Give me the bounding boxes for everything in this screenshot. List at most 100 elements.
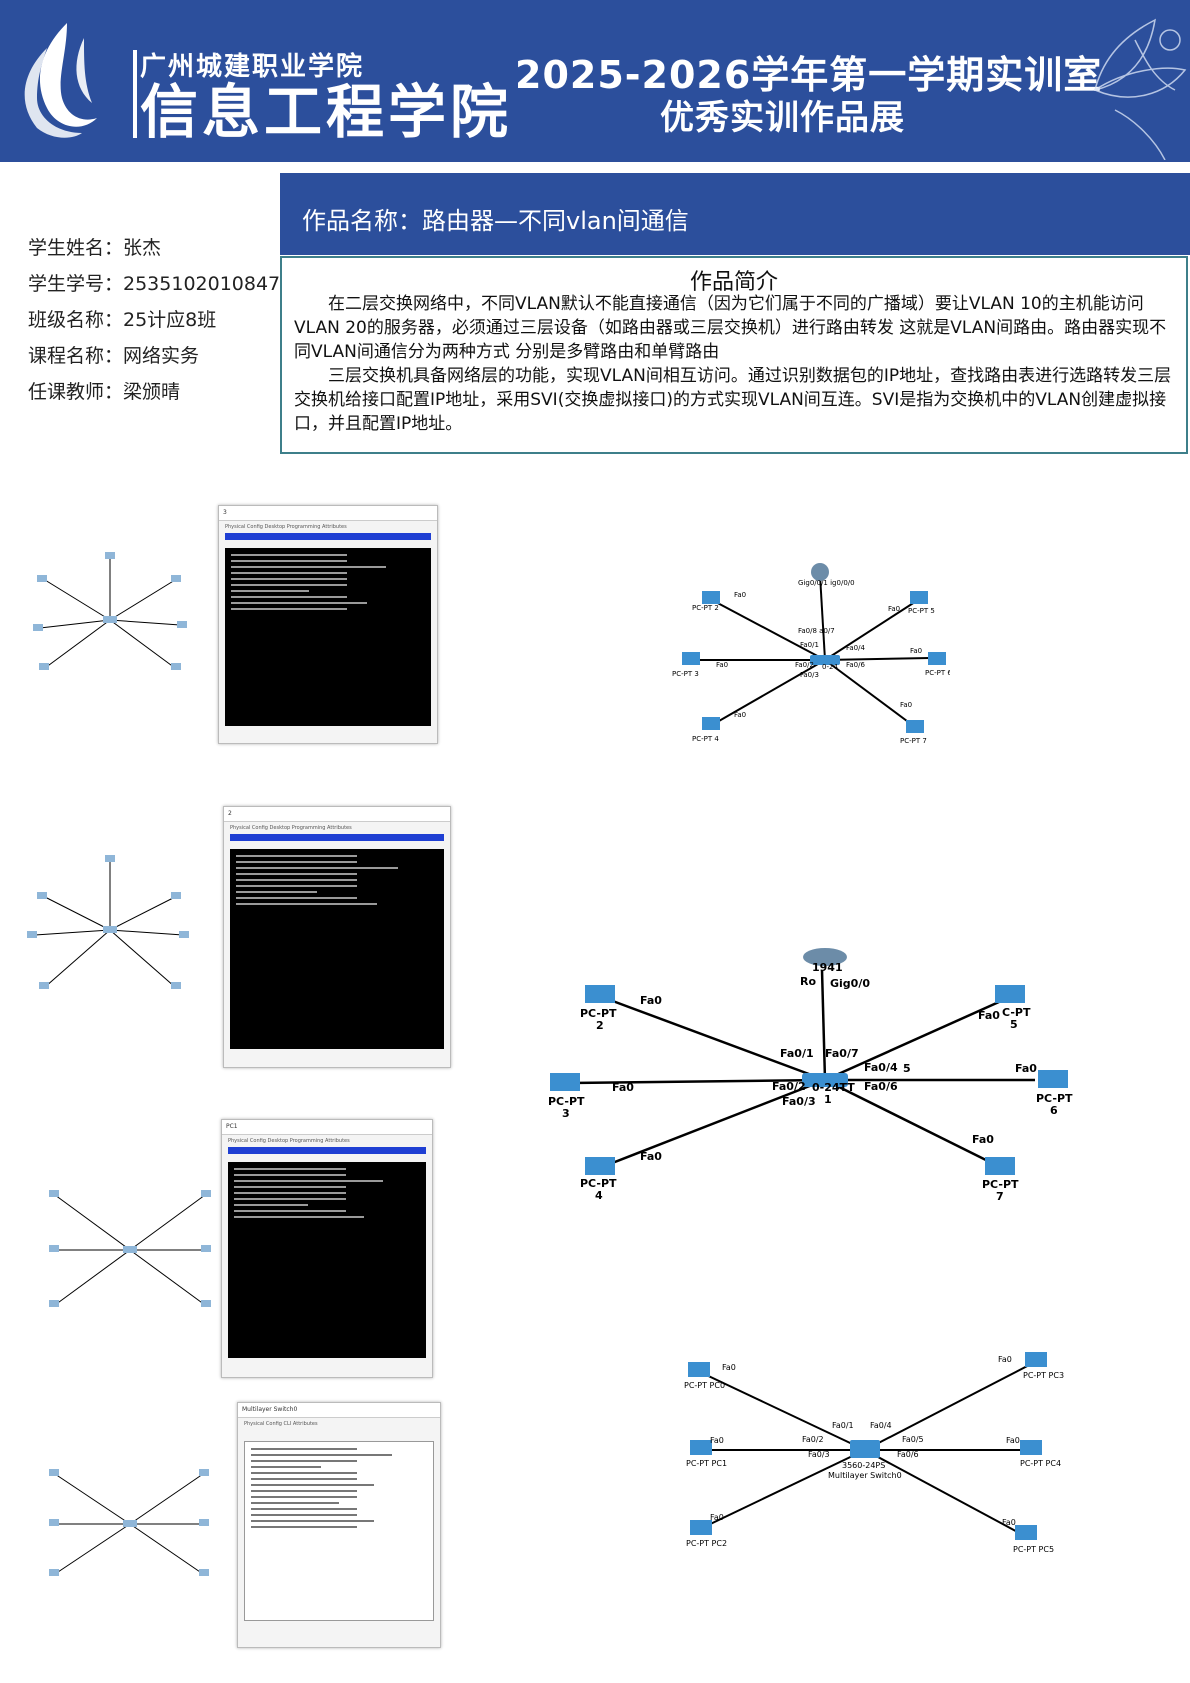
pc1-port: Fa0 xyxy=(710,1436,724,1445)
switch-model: 3560-24PS xyxy=(842,1461,885,1470)
pc0-label: PC-PT PC0 xyxy=(684,1381,725,1390)
sw-port-1: Fa0/1 xyxy=(832,1421,854,1430)
window-tabs[interactable]: Physical Config Desktop Programming Attr… xyxy=(228,1138,350,1144)
small-topology-2 xyxy=(27,855,189,989)
terminal-output[interactable] xyxy=(230,849,444,1049)
pc7-port: Fa0 xyxy=(900,701,912,709)
small-topology-3 xyxy=(49,1190,211,1307)
cli-output[interactable] xyxy=(244,1441,434,1621)
student-info: 学生姓名：张杰 学生学号：2535102010847 班级名称：25计应8班 课… xyxy=(28,230,280,410)
intro-heading: 作品简介 xyxy=(689,270,778,295)
banner-title-line1: 2025-2026学年第一学期实训室 xyxy=(515,53,1103,97)
pc3-label: PC-PT PC3 xyxy=(1023,1371,1064,1380)
pc4-port: Fa0 xyxy=(640,1150,662,1163)
command-prompt-bar xyxy=(230,834,444,841)
pc4-label: PC-PT PC4 xyxy=(1020,1459,1061,1468)
pc1-terminal-window[interactable]: PC1 Physical Config Desktop Programming … xyxy=(221,1119,433,1378)
pc5-label: C-PT xyxy=(1002,1006,1031,1019)
pc3-port: Fa0 xyxy=(998,1355,1012,1364)
sw-port-4: Fa0/4 xyxy=(870,1421,892,1430)
header-banner: 广州城建职业学院 信息工程学院 2025-2026学年第一学期实训室 优秀实训作… xyxy=(0,0,1190,162)
terminal-output[interactable] xyxy=(228,1162,426,1358)
terminal-output[interactable] xyxy=(225,548,431,726)
pc7-number: 7 xyxy=(996,1190,1004,1203)
pc2-terminal-window[interactable]: 2 Physical Config Desktop Programming At… xyxy=(223,806,451,1068)
sw-port-8: Fa0/8 a0/7 xyxy=(798,627,835,635)
pc2-port: Fa0 xyxy=(734,591,746,599)
pc2-label: PC-PT PC2 xyxy=(686,1539,727,1548)
pc4-label: PC-PT 4 xyxy=(692,735,719,743)
window-tabs[interactable]: Physical Config CLI Attributes xyxy=(244,1421,318,1427)
switch-number: 1 xyxy=(824,1093,832,1106)
small-topology-4 xyxy=(49,1469,209,1576)
sw-port-2: Fa0/2 xyxy=(772,1080,806,1093)
student-name: 学生姓名：张杰 xyxy=(28,237,162,259)
sw-port-5: Fa0/5 xyxy=(902,1435,924,1444)
banner-title-line2: 优秀实训作品展 xyxy=(660,98,905,138)
pc5-port: Fa0 xyxy=(978,1009,1000,1022)
college-name-big: 信息工程学院 xyxy=(140,78,513,146)
window-tabs[interactable]: Physical Config Desktop Programming Attr… xyxy=(225,524,347,530)
pc4-label: PC-PT xyxy=(580,1177,617,1190)
topology-diagram-1: Gig0/0/1 ig0/0/0 PC-PT 2 PC-PT 3 PC-PT 4… xyxy=(672,563,950,745)
sw-port-1: Fa0/1 xyxy=(800,641,819,649)
intro-paragraph-2: 三层交换机具备网络层的功能，实现VLAN间相互访问。通过识别数据包的IP地址，查… xyxy=(294,366,1172,434)
student-id: 学生学号：2535102010847 xyxy=(28,273,281,295)
sw-port-6: Fa0/6 xyxy=(864,1080,898,1093)
pc7-label: PC-PT 7 xyxy=(900,737,927,745)
college-name-small: 广州城建职业学院 xyxy=(140,52,365,82)
pc6-port: Fa0 xyxy=(1015,1062,1037,1075)
pc6-label: PC-PT 6 xyxy=(925,669,950,677)
pc3-terminal-window[interactable]: 3 Physical Config Desktop Programming At… xyxy=(218,505,438,744)
pc4-number: 4 xyxy=(595,1189,603,1202)
sw-port-1: Fa0/1 xyxy=(780,1047,814,1060)
class-name: 班级名称：25计应8班 xyxy=(28,309,217,331)
router-model: 1941 xyxy=(812,961,843,974)
lotus-decoration-icon xyxy=(1093,18,1187,160)
work-title-bar: 作品名称：路由器—不同vlan间通信 xyxy=(280,173,1190,255)
router-label: Gig0/0/1 ig0/0/0 xyxy=(798,579,855,587)
sw-port-4-number: 5 xyxy=(903,1062,911,1075)
sw-port-3: Fa0/3 xyxy=(808,1450,830,1459)
pc2-label: PC-PT xyxy=(580,1007,617,1020)
college-logo-icon xyxy=(24,23,97,138)
window-tabs[interactable]: Physical Config Desktop Programming Attr… xyxy=(230,825,352,831)
router-port: Gig0/0 xyxy=(830,977,870,990)
pc5-label: PC-PT 5 xyxy=(908,607,935,615)
work-title: 作品名称：路由器—不同vlan间通信 xyxy=(302,207,689,235)
sw-port-3: Fa0/3 xyxy=(800,671,819,679)
pc6-port: Fa0 xyxy=(910,647,922,655)
switch-label: 0-24TT xyxy=(812,1081,855,1094)
sw-port-2: Fa0/2 xyxy=(802,1435,824,1444)
pc5-port: Fa0 xyxy=(888,605,900,613)
pc7-port: Fa0 xyxy=(972,1133,994,1146)
pc4-port: Fa0 xyxy=(734,711,746,719)
switch-name: Multilayer Switch0 xyxy=(828,1471,902,1480)
sw-port-4: Fa0/4 xyxy=(846,644,865,652)
pc3-label: PC-PT 3 xyxy=(672,670,699,678)
topology-diagram-2: 1941 Ro Gig0/0 PC-PT 2 PC-PT 3 PC-PT 4 C… xyxy=(548,948,1073,1203)
intro-box: 作品简介 在二层交换网络中，不同VLAN默认不能直接通信（因为它们属于不同的广播… xyxy=(280,256,1188,454)
pc3-port: Fa0 xyxy=(716,661,728,669)
pc3-number: 3 xyxy=(562,1107,570,1120)
pc3-port: Fa0 xyxy=(612,1081,634,1094)
divider-bar xyxy=(133,50,137,138)
window-title: Multilayer Switch0 xyxy=(238,1403,440,1418)
sw-port-4: Fa0/4 xyxy=(864,1061,898,1074)
pc6-label: PC-PT xyxy=(1036,1092,1073,1105)
sw-port-6: Fa0/6 xyxy=(846,661,865,669)
multilayer-switch-cli-window[interactable]: Multilayer Switch0 Physical Config CLI A… xyxy=(237,1402,441,1648)
window-title: 2 xyxy=(224,807,450,822)
pc2-number: 2 xyxy=(596,1019,604,1032)
pc4-port: Fa0 xyxy=(1006,1436,1020,1445)
small-topology-1 xyxy=(33,552,187,670)
window-title: 3 xyxy=(219,506,437,521)
window-title: PC1 xyxy=(222,1120,432,1135)
pc5-number: 5 xyxy=(1010,1018,1018,1031)
pc2-port: Fa0 xyxy=(710,1513,724,1522)
pc6-number: 6 xyxy=(1050,1104,1058,1117)
sw-port-3: Fa0/3 xyxy=(782,1095,816,1108)
teacher-name: 任课教师：梁颁晴 xyxy=(28,381,181,403)
pc2-label: PC-PT 2 xyxy=(692,604,719,612)
command-prompt-bar xyxy=(225,533,431,540)
